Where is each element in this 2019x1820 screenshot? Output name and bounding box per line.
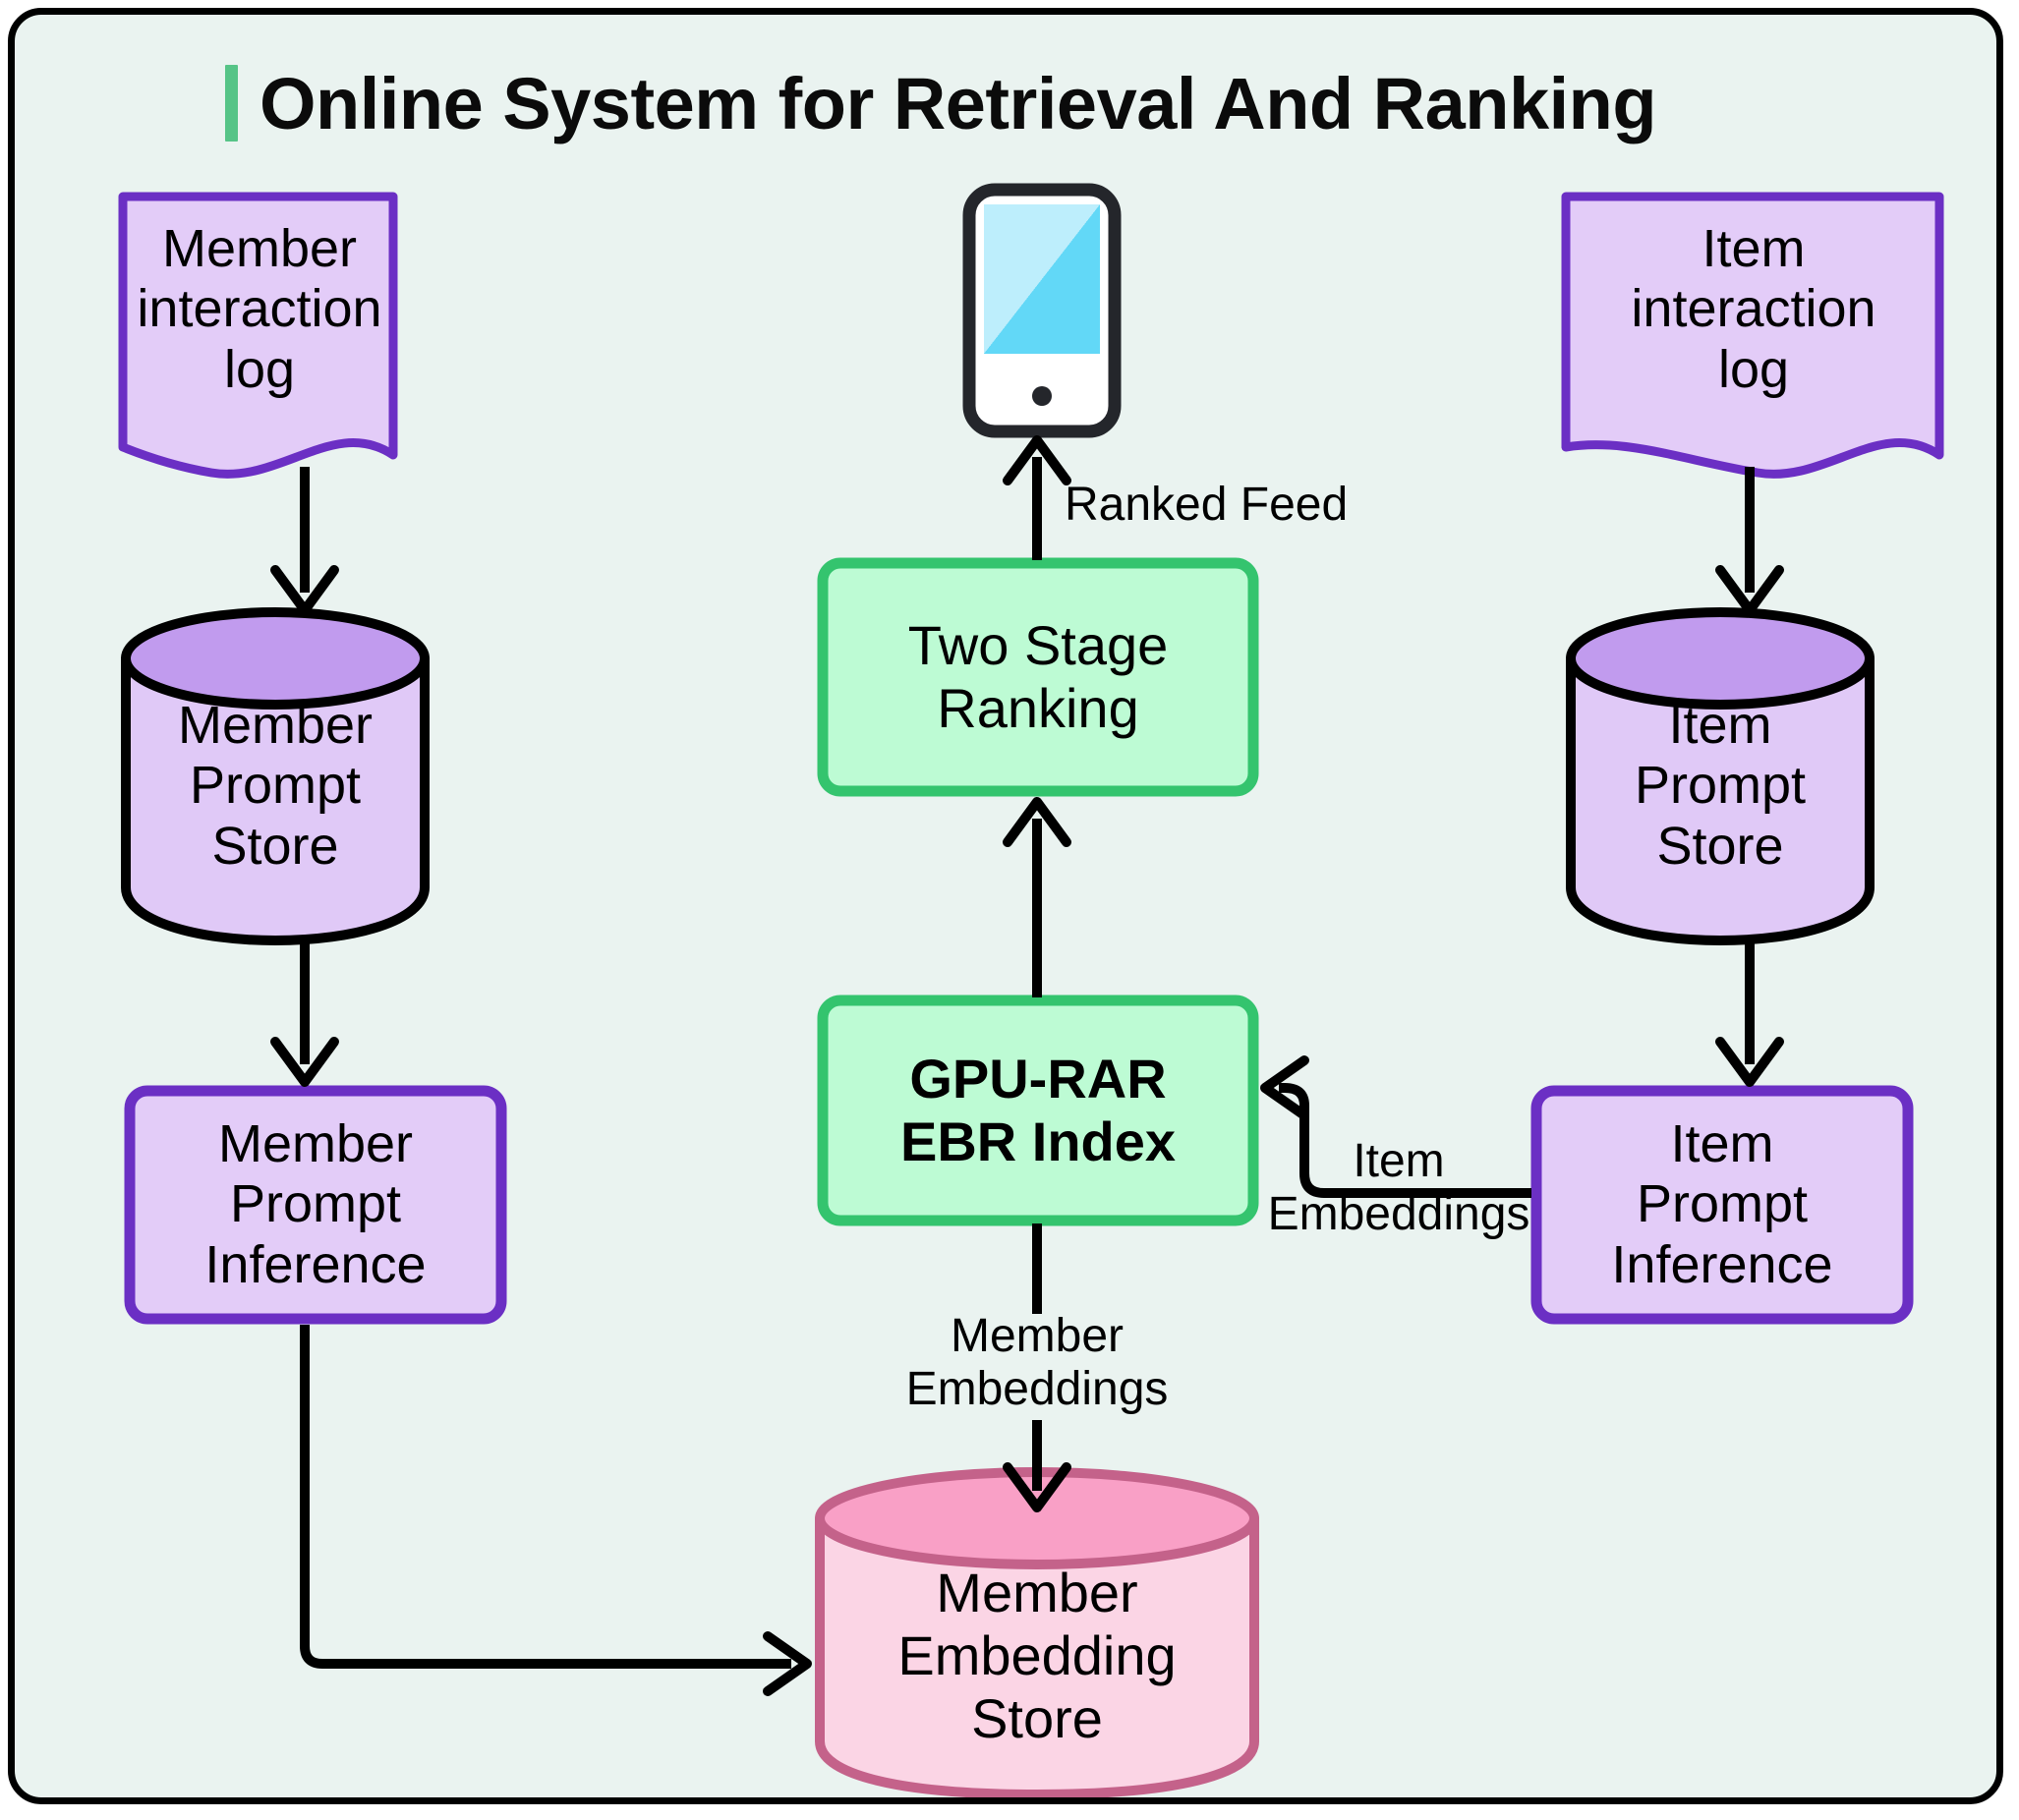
arrowhead-gpurar-down (1003, 1462, 1071, 1512)
arrowhead-phone (1003, 435, 1071, 485)
arrowhead-memberlog (270, 565, 339, 615)
node-member-prompt-inference[interactable] (124, 1085, 507, 1325)
diagram-canvas (118, 183, 1944, 1797)
node-member-prompt-store[interactable] (121, 607, 430, 945)
node-member-embedding-store[interactable] (815, 1467, 1259, 1797)
title-text: Online System for Retrieval And Ranking (260, 62, 1657, 144)
arrowhead-iteminf (1260, 1055, 1309, 1120)
node-member-interaction-log[interactable] (118, 192, 398, 479)
page-title: Online System for Retrieval And Ranking (225, 56, 1657, 150)
arrowhead-memberinf (763, 1631, 812, 1696)
diagram-frame: Online System for Retrieval And Ranking (8, 8, 2003, 1804)
node-gpu-rar-ebr-index[interactable] (817, 995, 1259, 1226)
node-item-interaction-log[interactable] (1561, 192, 1944, 479)
node-two-stage-ranking[interactable] (817, 557, 1259, 797)
arrowhead-tworanking (1003, 797, 1071, 847)
edge-memberinf-to-embstore (300, 1325, 791, 1669)
node-item-prompt-store[interactable] (1566, 607, 1875, 945)
node-item-prompt-inference[interactable] (1530, 1085, 1914, 1325)
arrowhead-itemstore (1715, 1037, 1784, 1087)
arrowhead-itemlog (1715, 565, 1784, 615)
arrowhead-memberstore (270, 1037, 339, 1087)
node-mobile-device[interactable] (962, 183, 1122, 438)
edge-iteminf-to-gpurar (1279, 1083, 1531, 1198)
title-accent-bar (225, 65, 238, 142)
